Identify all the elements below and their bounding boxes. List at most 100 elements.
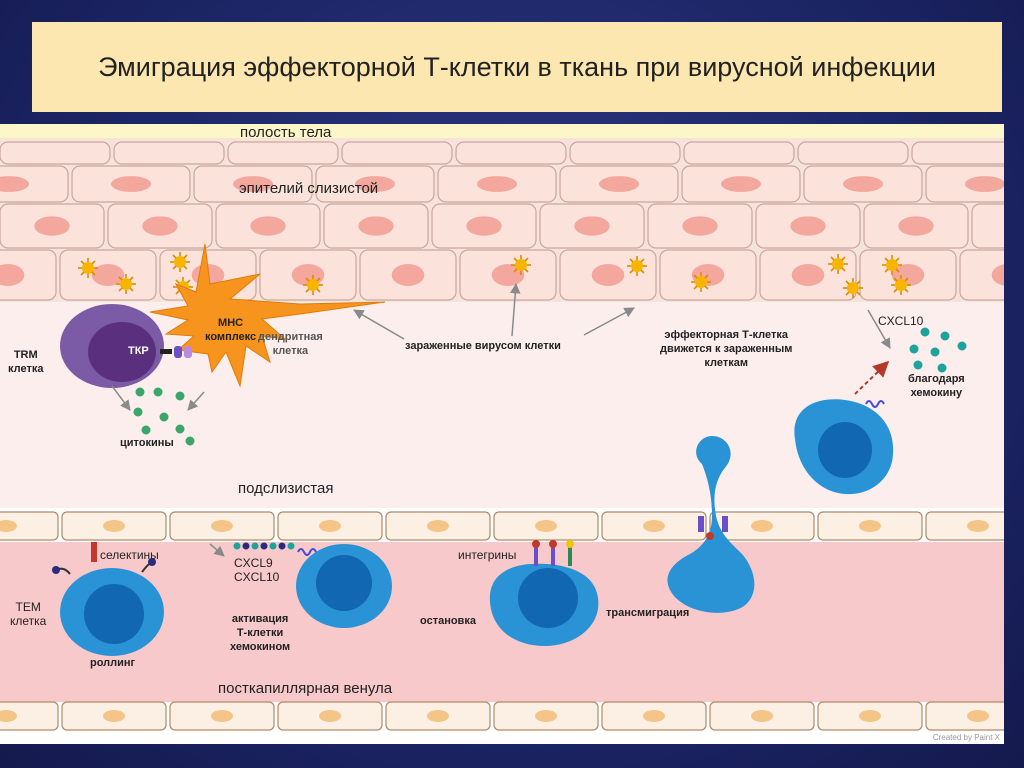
epithelial-nucleus xyxy=(720,176,762,192)
slide-title: Эмиграция эффекторной Т-клетки в ткань п… xyxy=(98,52,936,82)
endothelial-cell xyxy=(925,511,1004,541)
epithelial-nucleus xyxy=(591,264,625,286)
endothelial-nucleus xyxy=(643,710,665,722)
epithelial-nucleus xyxy=(0,176,30,192)
epithelial-nucleus xyxy=(791,264,825,286)
endothelial-nucleus xyxy=(0,520,17,532)
label-dendritic-cell: дендритная клетка xyxy=(258,331,323,357)
label-cytokines: цитокины xyxy=(120,437,174,449)
epithelial-nucleus xyxy=(598,176,640,192)
endothelial-nucleus xyxy=(319,710,341,722)
integrin-molecules xyxy=(532,540,574,566)
label-cxcl10-top: CXCL10 xyxy=(878,314,924,328)
epithelial-nucleus xyxy=(0,264,25,286)
epithelial-cell xyxy=(227,141,339,165)
endothelial-nucleus xyxy=(211,520,233,532)
arrested-t-cell-nucleus xyxy=(518,568,578,628)
tcr-mhc-contact xyxy=(160,346,192,358)
epithelial-nucleus xyxy=(898,216,934,236)
label-trm-cell: TRM клетка xyxy=(8,349,44,375)
label-postcapillary-venule: посткапиллярная венула xyxy=(218,680,393,697)
label-effector-moves: эффекторная Т-клетка движется к зараженн… xyxy=(660,329,793,369)
label-arrest: остановка xyxy=(420,615,476,627)
label-tem-cell: TEM клетка xyxy=(10,600,47,628)
endothelial-nucleus xyxy=(103,520,125,532)
trm-cell-nucleus xyxy=(88,322,156,382)
epithelial-cell xyxy=(683,141,795,165)
endothelial-nucleus xyxy=(967,520,989,532)
epithelial-nucleus xyxy=(354,176,396,192)
endothelial-nucleus xyxy=(211,710,233,722)
endothelial-nucleus xyxy=(751,520,773,532)
diagram-figure: полость тела эпителий слизистой TRM клет… xyxy=(0,124,1004,744)
label-due-to-chemokine: благодаря хемокину xyxy=(908,373,965,399)
endothelial-nucleus xyxy=(859,710,881,722)
epithelial-nucleus xyxy=(790,216,826,236)
epithelial-nucleus xyxy=(232,176,274,192)
epithelial-cell xyxy=(455,141,567,165)
label-submucosa: подслизистая xyxy=(238,480,334,497)
epithelial-cell xyxy=(0,249,57,301)
chemokine-receptor xyxy=(865,400,885,408)
epithelial-nucleus xyxy=(34,216,70,236)
endothelial-nucleus xyxy=(0,710,17,722)
epithelial-nucleus xyxy=(964,176,1004,192)
epithelial-nucleus xyxy=(476,176,518,192)
selectin-molecules xyxy=(52,542,156,575)
label-rolling: роллинг xyxy=(90,657,136,669)
epithelial-nucleus xyxy=(91,264,125,286)
epithelial-cell xyxy=(971,203,1004,249)
epithelial-nucleus xyxy=(991,264,1004,286)
label-selectins: селектины xyxy=(100,548,159,562)
epithelial-nucleus xyxy=(682,216,718,236)
epithelial-cell xyxy=(341,141,453,165)
endothelial-nucleus xyxy=(319,520,341,532)
body-cavity-band xyxy=(0,124,1004,140)
epithelial-cell xyxy=(569,141,681,165)
label-infected-cells: зараженные вирусом клетки xyxy=(405,340,561,352)
epithelial-cell xyxy=(911,141,1004,165)
endothelial-nucleus xyxy=(643,520,665,532)
epithelium-cells xyxy=(0,141,1004,301)
epithelial-nucleus xyxy=(250,216,286,236)
epithelial-nucleus xyxy=(142,216,178,236)
endothelial-nucleus xyxy=(103,710,125,722)
epithelial-nucleus xyxy=(842,176,884,192)
label-integrins: интегрины xyxy=(458,548,517,562)
title-banner: Эмиграция эффекторной Т-клетки в ткань п… xyxy=(32,22,1002,112)
endothelial-nucleus xyxy=(427,520,449,532)
dendritic-cell xyxy=(149,243,386,388)
label-cxcl9-cxcl10: CXCL9 CXCL10 xyxy=(234,556,280,584)
label-mhc-complex: МНС комплекс xyxy=(205,317,257,343)
epithelial-nucleus xyxy=(574,216,610,236)
endothelial-nucleus xyxy=(751,710,773,722)
tem-rolling-nucleus xyxy=(84,584,144,644)
label-mucosal-epithelium: эпителий слизистой xyxy=(239,180,379,197)
endothelial-nucleus xyxy=(427,710,449,722)
endothelial-nucleus xyxy=(859,520,881,532)
activated-t-cell-nucleus xyxy=(316,555,372,611)
endothelium-lower xyxy=(0,701,1004,731)
label-transmigration: трансмиграция xyxy=(606,607,690,619)
transmigration-junction xyxy=(698,516,728,540)
label-tcr: ТКР xyxy=(128,345,149,357)
effector-t-cell-nucleus xyxy=(818,422,872,478)
cytokine-dots xyxy=(133,387,195,446)
epithelial-cell xyxy=(959,249,1004,301)
endothelial-cell xyxy=(0,701,59,731)
infected-cell-arrows xyxy=(353,282,891,349)
epithelial-nucleus xyxy=(466,216,502,236)
endothelial-cell xyxy=(925,701,1004,731)
cxcl9-cxcl10-molecules xyxy=(233,542,317,556)
endothelial-nucleus xyxy=(967,710,989,722)
cxcl10-dots xyxy=(909,327,967,373)
endothelial-nucleus xyxy=(535,710,557,722)
epithelial-nucleus xyxy=(391,264,425,286)
epithelial-nucleus xyxy=(110,176,152,192)
epithelial-nucleus xyxy=(358,216,394,236)
label-activation: активация Т-клетки хемокином xyxy=(230,613,291,653)
endothelium-upper xyxy=(0,511,1004,541)
credit-text: Created by Paint X xyxy=(932,733,1000,742)
epithelial-cell xyxy=(0,141,111,165)
epithelial-cell xyxy=(797,141,909,165)
